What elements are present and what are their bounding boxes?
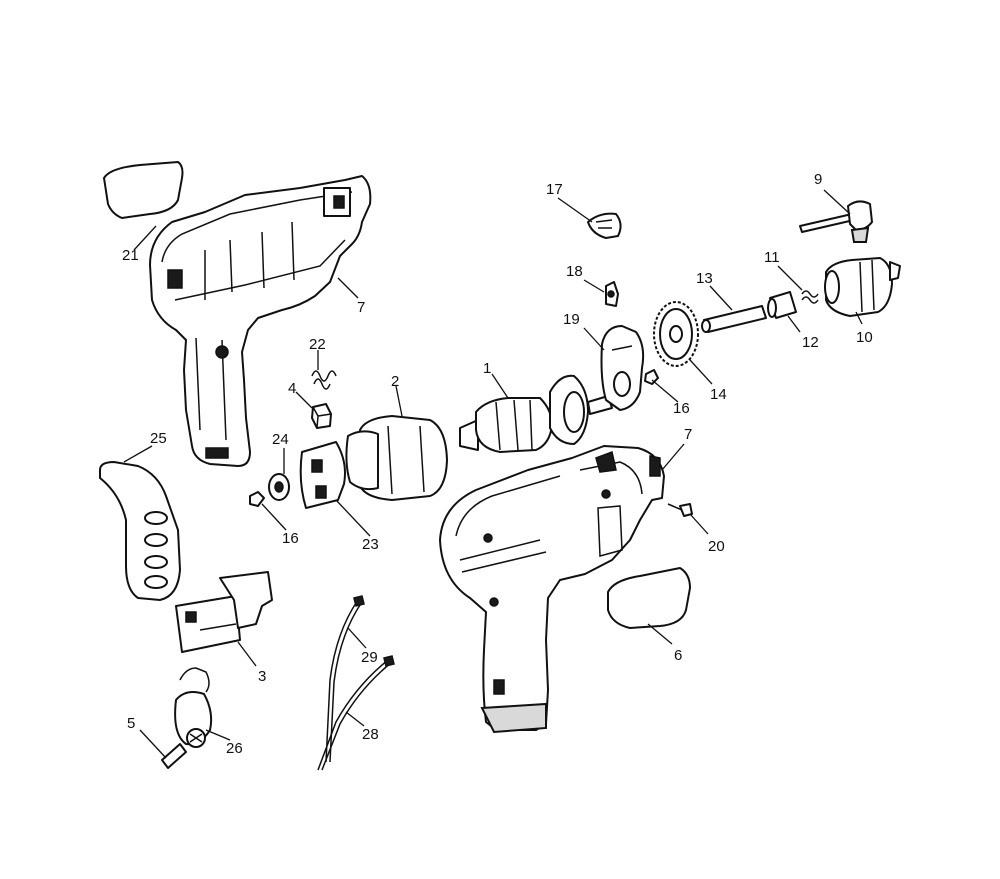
part-7-housing-right: [439, 445, 665, 734]
callout-6: 6: [674, 647, 682, 664]
part-26-cord-protector: [174, 667, 213, 748]
part-20-screw: [667, 503, 693, 517]
callout-29: 29: [361, 649, 378, 666]
callout-10: 10: [856, 329, 873, 346]
callout-21: 21: [122, 247, 139, 264]
part-7-housing-left: [149, 175, 372, 467]
part-2-field: [345, 415, 448, 501]
part-16-nut-left: [249, 491, 265, 507]
callout-1: 1: [483, 360, 491, 377]
part-21-label-plate: [103, 161, 184, 219]
part-13-spindle: [701, 305, 767, 333]
callout-14: 14: [710, 386, 727, 403]
part-12-sleeve: [767, 291, 797, 319]
callout-2: 2: [391, 373, 399, 390]
part-5-cord: [161, 743, 187, 769]
part-18-latch: [605, 281, 619, 307]
callout-3: 3: [258, 668, 266, 685]
part-29-wire: [325, 595, 365, 763]
callout-13: 13: [696, 270, 713, 287]
callout-9: 9: [814, 171, 822, 188]
part-4-brush: [311, 403, 332, 429]
part-24-bearing: [268, 473, 290, 501]
callout-11: 11: [764, 249, 780, 266]
callout-26: 26: [226, 740, 243, 757]
callout-20: 20: [708, 538, 725, 555]
callout-24: 24: [272, 431, 289, 448]
callout-labels: 21 7 22 4 2 1 24 25 16 23 3 5 26 29 28 1…: [122, 171, 873, 757]
callout-28: 28: [362, 726, 379, 743]
leader-lines: [123, 189, 863, 759]
part-9-chuck-key: [799, 200, 873, 243]
part-3-switch: [175, 571, 273, 653]
part-19-gear-plate: [600, 325, 645, 411]
part-16-nut-right: [644, 369, 659, 385]
callout-4: 4: [288, 380, 296, 397]
callout-18: 18: [566, 263, 583, 280]
part-17-switch-button: [587, 212, 622, 239]
part-14-gear: [653, 301, 699, 367]
callout-25: 25: [150, 430, 167, 447]
callout-22: 22: [309, 336, 326, 353]
part-28-wire: [317, 655, 395, 771]
callout-23: 23: [362, 536, 379, 553]
part-1-armature: [459, 374, 613, 453]
part-23-brush-holder: [299, 441, 346, 509]
callout-7-left: 7: [357, 299, 365, 316]
part-11-washer: [801, 290, 819, 304]
part-22-spring: [311, 370, 337, 390]
part-25-grip: [99, 461, 181, 601]
callout-7-right: 7: [684, 426, 692, 443]
part-6-label-plate: [607, 567, 691, 629]
part-10-chuck: [824, 257, 901, 317]
callout-5: 5: [127, 715, 135, 732]
callout-19: 19: [563, 311, 580, 328]
callout-16-right: 16: [673, 400, 690, 417]
callout-17: 17: [546, 181, 563, 198]
callout-16-left: 16: [282, 530, 299, 547]
callout-12: 12: [802, 334, 819, 351]
